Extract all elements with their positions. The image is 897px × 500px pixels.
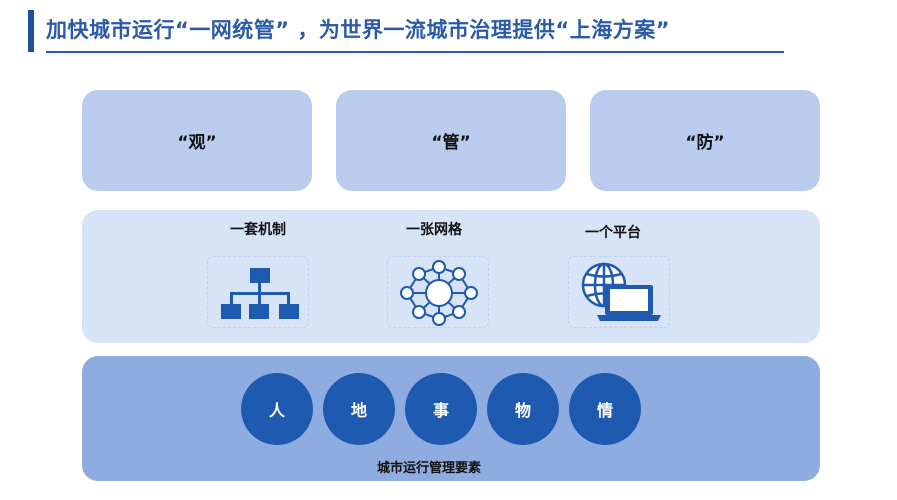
globe-laptop-icon <box>581 262 661 321</box>
mechanism-band <box>82 210 820 343</box>
pillar-prevent: “防” <box>590 90 820 191</box>
element-circle-affairs: 事 <box>405 373 477 445</box>
pillar-manage: “管” <box>336 90 566 191</box>
network-grid-icon <box>400 260 478 326</box>
org-chart-icon-frame <box>207 256 309 328</box>
element-label: 人 <box>268 401 285 420</box>
pillar-manage-label: “管” <box>431 133 471 153</box>
mechanism-label-grid: 一张网格 <box>406 222 462 238</box>
globe-laptop-icon-frame <box>568 256 670 328</box>
element-label: 地 <box>350 401 367 420</box>
element-circle-situations: 情 <box>569 373 641 445</box>
pillar-observe: “观” <box>82 90 312 191</box>
page-title: 加快城市运行“一网统管” ，为世界一流城市治理提供“上海方案” <box>46 18 671 42</box>
mechanism-label-mechanism: 一套机制 <box>230 222 286 238</box>
element-circle-objects: 物 <box>487 373 559 445</box>
network-grid-icon-frame <box>387 256 489 328</box>
mechanism-label-platform: 一个平台 <box>585 225 641 241</box>
element-circle-people: 人 <box>241 373 313 445</box>
element-circle-land: 地 <box>323 373 395 445</box>
pillar-observe-label: “观” <box>177 133 217 153</box>
element-label: 物 <box>514 401 531 420</box>
elements-caption: 城市运行管理要素 <box>377 461 482 476</box>
title-accent-bar <box>28 10 34 52</box>
pillar-prevent-label: “防” <box>685 133 725 153</box>
title-underline <box>46 51 784 53</box>
org-chart-icon <box>221 268 299 319</box>
element-label: 情 <box>596 401 613 420</box>
element-label: 事 <box>432 401 449 420</box>
